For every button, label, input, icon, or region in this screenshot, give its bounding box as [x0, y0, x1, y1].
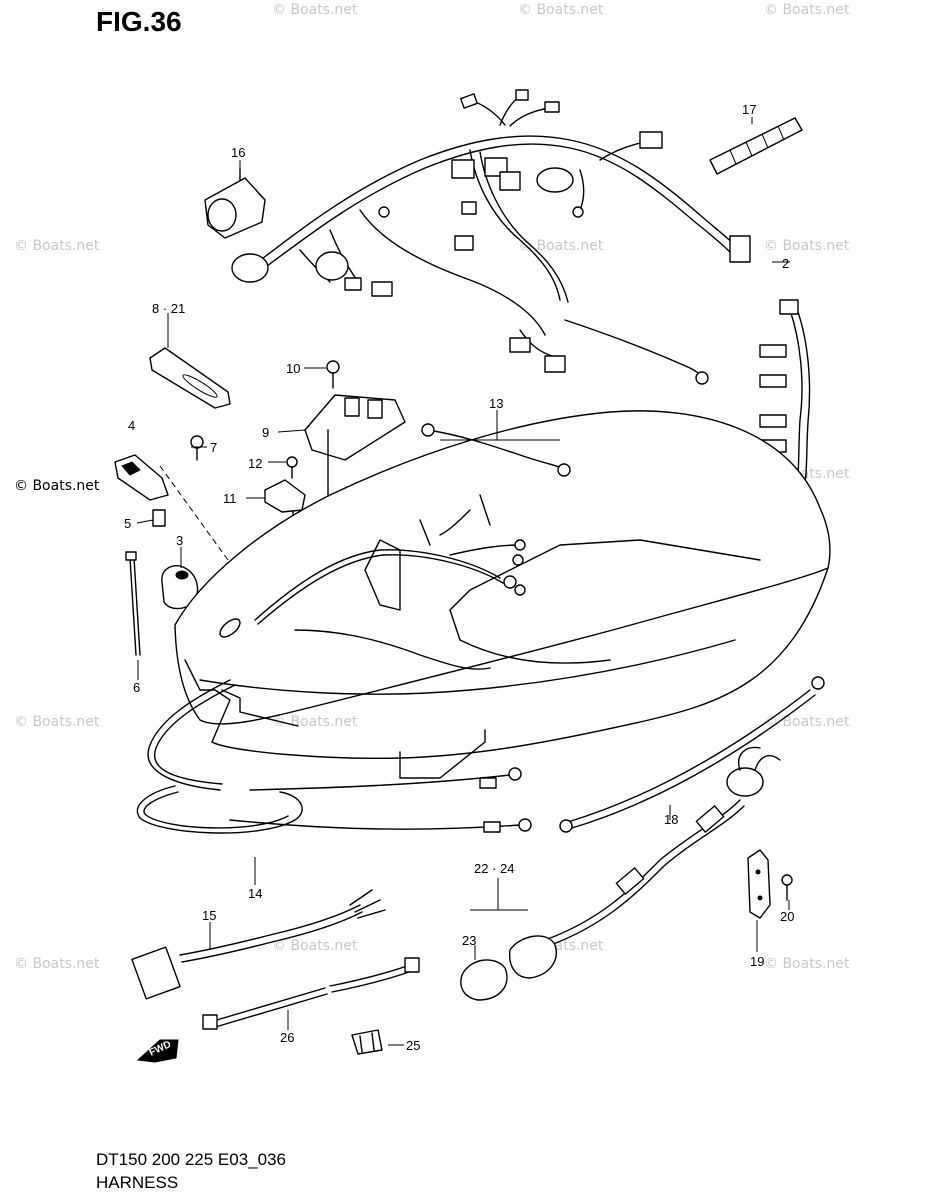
callout-20: 20: [780, 909, 794, 924]
watermark: © Boats.net: [14, 478, 100, 494]
watermark: © Boats.net: [764, 2, 850, 18]
part-19-bracket: [747, 849, 771, 919]
part-22-24-switch-assembly: [460, 746, 781, 1001]
callout-25: 25: [406, 1038, 420, 1053]
main-wiring-harness: [231, 89, 751, 385]
internal-leads: [254, 539, 526, 625]
model-caption: DT150 200 225 E03_036: [96, 1150, 286, 1169]
watermark: © Boats.net: [518, 238, 604, 254]
part-13-ground-cable: [421, 423, 571, 477]
callout-19: 19: [750, 954, 764, 969]
callout-10: 10: [286, 361, 300, 376]
part-3-grommet: [161, 564, 199, 610]
part-17-protector-sleeve: [709, 117, 803, 175]
callout-8-21: 8 · 21: [152, 301, 185, 316]
watermark: © Boats.net: [764, 714, 850, 730]
callout-18: 18: [664, 812, 678, 827]
fwd-arrow-icon: FWD: [136, 1039, 179, 1063]
callout-5: 5: [124, 516, 131, 531]
callout-7: 7: [210, 440, 217, 455]
callout-15: 15: [202, 908, 216, 923]
section-caption: HARNESS: [96, 1173, 179, 1192]
callout-16: 16: [231, 145, 245, 160]
watermark: © Boats.net: [14, 714, 100, 730]
callout-6: 6: [133, 680, 140, 695]
callout-9: 9: [262, 425, 269, 440]
callout-4: 4: [128, 418, 135, 433]
part-4-bracket: [114, 454, 229, 561]
callout-12: 12: [248, 456, 262, 471]
part-14-battery-cable: [136, 679, 532, 834]
part-7-screw: [190, 435, 204, 461]
part-16-switch: [204, 167, 266, 239]
part-6-cable-tie: [125, 551, 141, 656]
part-8-21-plate: [149, 347, 231, 409]
bottom-cowl: [174, 410, 831, 779]
leader-lines: [136, 117, 790, 1046]
callout-17: 17: [742, 102, 756, 117]
watermark: © Boats.net: [764, 956, 850, 972]
callout-11: 11: [223, 491, 237, 506]
watermark: © Boats.net: [272, 714, 358, 730]
callout-2: 2: [782, 256, 789, 271]
watermark: © Boats.net: [272, 938, 358, 954]
watermark: © Boats.net: [14, 238, 100, 254]
part-15-harness: [131, 889, 386, 1000]
callout-14: 14: [248, 886, 262, 901]
watermark: © Boats.net: [272, 2, 358, 18]
part-9-bracket: [304, 394, 406, 610]
callout-26: 26: [280, 1030, 294, 1045]
callout-13: 13: [489, 396, 503, 411]
part-18-cable: [559, 676, 825, 833]
part-5-bolt: [152, 509, 166, 527]
callout-23: 23: [462, 933, 476, 948]
watermark: © Boats.net: [14, 956, 100, 972]
callout-labels: 2 3 4 5 6 7 8 · 21 9 10 11 12 13 14 15 1…: [124, 102, 794, 1053]
watermark: © Boats.net: [764, 238, 850, 254]
part-20-screw: [781, 874, 793, 901]
callout-3: 3: [176, 533, 183, 548]
figure-title: FIG.36: [96, 6, 182, 37]
watermark: © Boats.net: [518, 2, 604, 18]
part-26-harness: [202, 957, 420, 1030]
callout-22-24: 22 · 24: [474, 861, 514, 876]
part-10-bolt: [326, 360, 340, 389]
part-12-screw: [286, 456, 298, 479]
part-25-grommet: [351, 1029, 383, 1055]
